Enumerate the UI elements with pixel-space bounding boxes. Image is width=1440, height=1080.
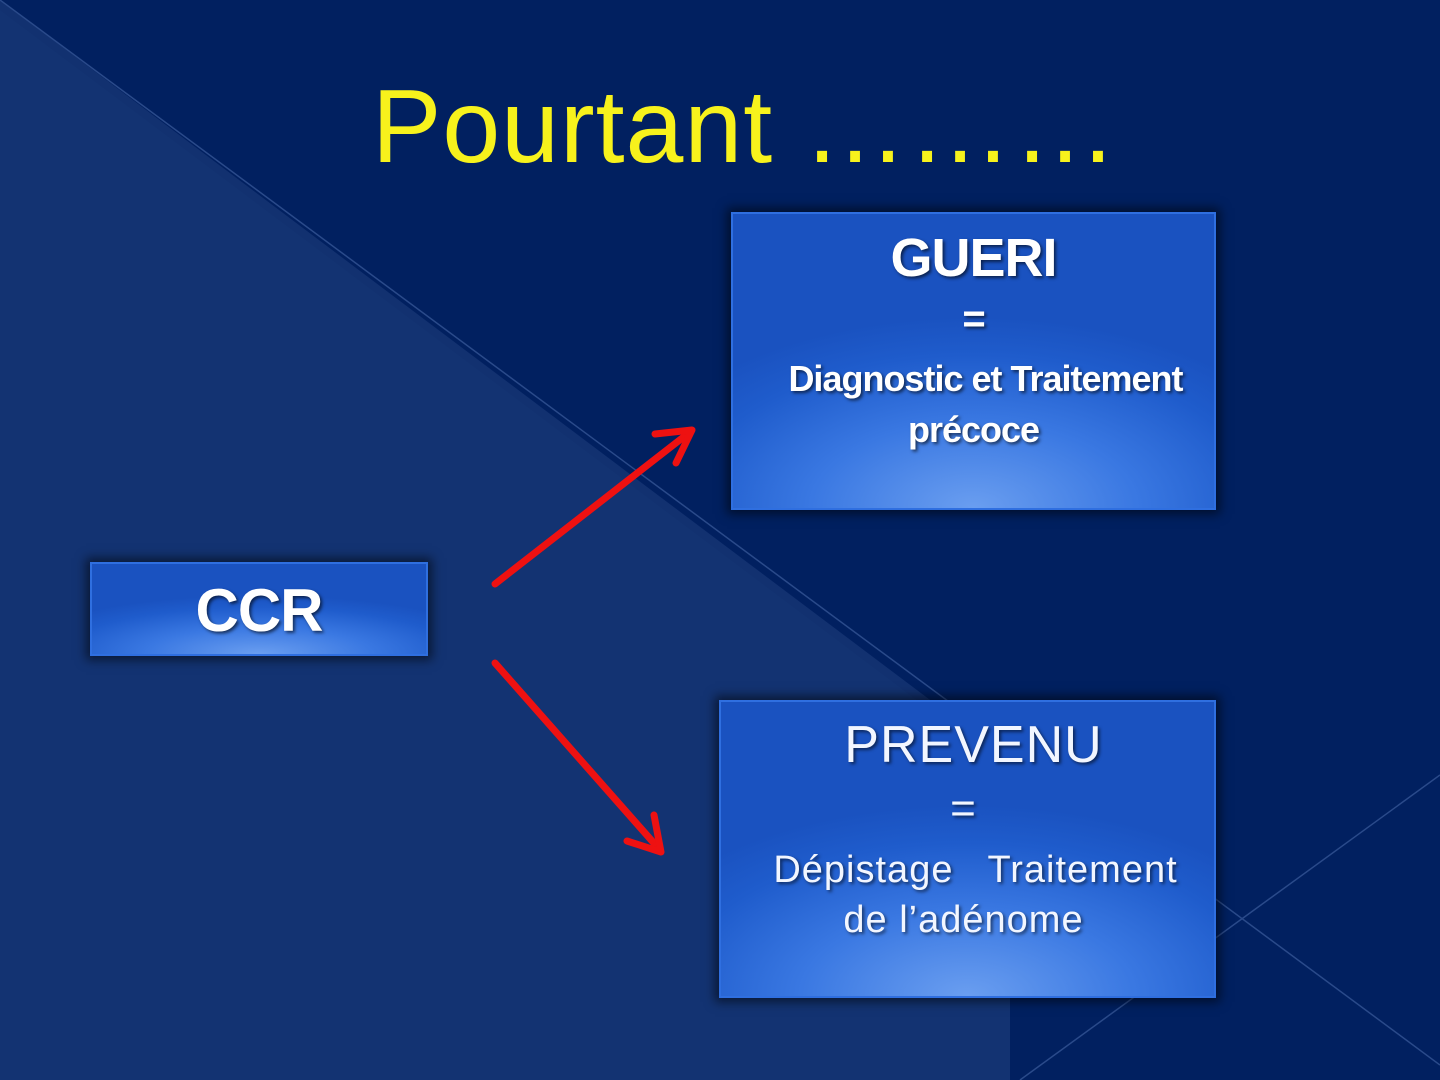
- arrow-to-gueri: [495, 430, 692, 584]
- arrow-to-prevenu: [495, 663, 661, 852]
